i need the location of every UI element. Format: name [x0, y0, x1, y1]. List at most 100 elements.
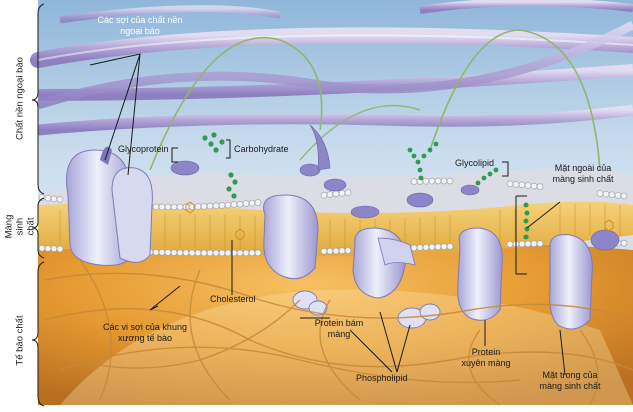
lipid-head-inner: [434, 243, 442, 251]
lipid-head-outer: [614, 192, 622, 199]
lipid-head-outer: [344, 189, 352, 196]
surface-proteins: [170, 124, 620, 251]
lipid-head-outer: [152, 203, 160, 211]
lipid-head-outer: [434, 177, 442, 185]
leader-lines: [89, 53, 566, 376]
lipid-head-outer: [518, 181, 526, 189]
region-label-extracellular: Chất nền ngoại bào: [14, 57, 26, 140]
matrix-fibers: [30, 0, 633, 171]
lipid-head-inner: [44, 245, 52, 252]
lipid-head-outer: [506, 180, 514, 188]
lipid-head-outer: [326, 191, 334, 198]
lipid-head-inner: [200, 249, 208, 257]
lipid-heads: [38, 177, 628, 257]
lipid-head-outer: [206, 202, 214, 210]
lipid-head-inner: [620, 239, 628, 247]
lipid-head-outer: [56, 196, 64, 203]
lipid-head-inner: [338, 247, 346, 255]
integral-protein-left: [66, 146, 153, 266]
lipid-head-outer: [410, 178, 418, 185]
lipid-head-outer: [428, 177, 436, 185]
lipid-head-inner: [170, 249, 178, 256]
lipid-head-inner: [320, 248, 328, 255]
label-peripheral-protein: Protein bám màng: [314, 318, 364, 339]
lipid-head-inner: [176, 249, 184, 256]
lipid-head-outer: [602, 190, 610, 198]
lipid-head-outer: [512, 181, 520, 188]
lipid-head-inner: [38, 244, 46, 252]
lipid-head-inner: [158, 249, 166, 256]
lipid-head-inner: [56, 245, 64, 253]
region-label-membrane: Màng sinh chất: [4, 197, 37, 257]
lipid-head-outer: [332, 190, 340, 198]
label-cytoskeleton: Các vi sợi của khung xương tế bào: [103, 322, 187, 343]
lipid-head-outer: [422, 177, 430, 185]
lipid-head-outer: [338, 189, 346, 197]
lipid-head-outer: [44, 194, 52, 202]
lipid-head-inner: [242, 249, 250, 257]
lipid-head-inner: [212, 249, 220, 257]
lipid-head-outer: [248, 199, 256, 207]
lipid-head-outer: [176, 203, 184, 211]
label-cholesterol: Cholesterol: [210, 294, 256, 304]
lipid-head-outer: [236, 200, 244, 208]
region-label-cytoplasm: Tế bào chất: [14, 315, 26, 366]
lipid-head-inner: [518, 240, 526, 248]
lipid-head-outer: [536, 183, 544, 190]
lipid-head-inner: [206, 249, 214, 257]
label-glycoprotein: Glycoprotein: [118, 144, 169, 154]
cytoplasm-background: [38, 245, 633, 405]
lipid-head-outer: [218, 202, 226, 209]
lipid-head-inner: [332, 247, 340, 255]
lipid-head-inner: [152, 248, 160, 256]
lipid-head-inner: [422, 244, 430, 251]
label-carbohydrate: Carbohydrate: [234, 144, 289, 154]
lipid-head-outer: [230, 201, 238, 208]
lipid-head-outer: [620, 192, 628, 200]
lipid-head-inner: [326, 247, 334, 255]
lipid-head-inner: [536, 240, 544, 247]
lipid-head-inner: [440, 243, 448, 250]
lipid-head-outer: [608, 191, 616, 199]
label-integral-protein: Protein xuyên màng: [461, 347, 511, 368]
region-brackets: [31, 3, 45, 407]
lipid-head-outer: [194, 203, 202, 210]
label-outer-surface: Mặt ngoài của màng sinh chất: [552, 163, 614, 184]
lipid-head-outer: [254, 199, 262, 206]
lipid-head-inner: [506, 240, 514, 248]
lipid-head-inner: [218, 249, 226, 257]
lipid-head-inner: [254, 249, 262, 257]
lipid-head-outer: [440, 177, 448, 185]
lipid-head-inner: [236, 249, 244, 257]
lipid-head-outer: [446, 177, 454, 185]
label-phospholipid: Phospholipid: [356, 373, 408, 383]
lipid-head-inner: [530, 240, 538, 247]
lipid-head-outer: [242, 200, 250, 207]
lipid-head-outer: [38, 194, 46, 201]
lipid-head-outer: [170, 203, 178, 211]
lipid-head-outer: [200, 203, 208, 210]
lipid-head-inner: [182, 249, 190, 257]
lipid-head-inner: [164, 249, 172, 256]
lipid-head-inner: [524, 240, 532, 248]
cholesterol-molecules: [185, 201, 614, 241]
carbohydrate-chains: [202, 132, 530, 240]
label-glycolipid: Glycolipid: [455, 158, 495, 168]
lipid-head-inner: [188, 249, 196, 257]
lipid-head-outer: [50, 195, 58, 203]
cytoskeleton-filaments: [44, 259, 633, 406]
lipid-head-outer: [596, 190, 604, 197]
lipid-head-inner: [194, 249, 202, 257]
lipid-head-inner: [416, 244, 424, 251]
lipid-head-outer: [224, 201, 232, 209]
lipid-head-inner: [344, 247, 352, 254]
lipid-head-inner: [248, 249, 256, 257]
lipid-head-outer: [158, 203, 166, 211]
lipid-head-inner: [410, 244, 418, 252]
lipid-head-inner: [428, 243, 436, 251]
lipid-head-inner: [50, 245, 58, 252]
lipid-head-outer: [530, 182, 538, 190]
label-matrix-fibers: Các sợi của chất nền ngoại bào: [97, 15, 183, 36]
